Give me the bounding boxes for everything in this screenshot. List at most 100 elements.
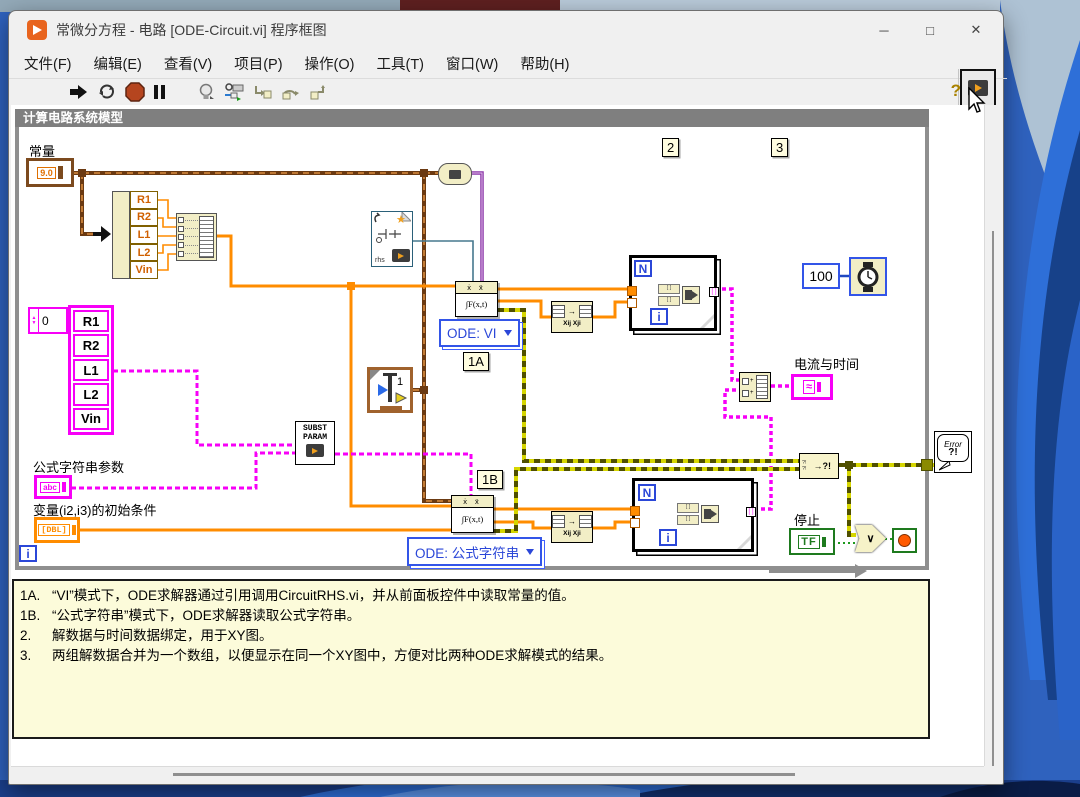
build-array-node[interactable] — [176, 213, 217, 261]
toolbar — [9, 78, 1059, 105]
tag-1b: 1B — [477, 470, 503, 489]
dbl-array-terminal[interactable]: [DBL] — [34, 517, 80, 543]
loop-iteration-terminal[interactable]: i — [659, 529, 677, 546]
abort-button[interactable] — [125, 81, 145, 102]
bundle-cluster-icons[interactable]: [ ] [ ] — [677, 503, 719, 525]
loop-iteration-terminal[interactable]: i — [650, 308, 668, 325]
ode-solver-node-1[interactable]: ẋ ẍ ∫F(x,t) — [455, 281, 498, 317]
help-icon[interactable]: ? — [950, 81, 961, 100]
param-array-item[interactable]: R2 — [73, 334, 109, 357]
control-value-vi[interactable]: 1 — [367, 367, 413, 413]
or-gate[interactable]: ∨ — [855, 525, 886, 552]
vertical-scrollbar[interactable] — [984, 105, 1002, 766]
waveform-glyph: ≈ — [802, 380, 816, 394]
param-array-item[interactable]: L1 — [73, 358, 109, 382]
stop-label: 停止 — [794, 513, 821, 528]
ode-body-formula: ∫F(x,t) — [461, 514, 484, 524]
transpose-label: Xij Xji — [563, 320, 581, 327]
maximize-button[interactable]: □ — [926, 22, 934, 38]
formula-string-terminal[interactable]: abc — [34, 475, 72, 499]
transpose-node-1[interactable]: → Xij Xji — [551, 301, 593, 333]
for-loop-1[interactable]: N i [ ] [ ] [ ] — [627, 255, 719, 331]
loop-count-terminal[interactable]: N — [638, 484, 656, 501]
output-tunnel[interactable]: [ ] — [709, 287, 719, 297]
wait-clock-node[interactable] — [849, 257, 887, 296]
output-tunnel[interactable]: [ ] — [746, 507, 756, 517]
unbundle-fields[interactable]: R1 R2 L1 L2 Vin — [130, 191, 158, 279]
menu-help[interactable]: 帮助(H) — [520, 57, 570, 73]
highlight-execution-icon[interactable] — [197, 82, 215, 102]
xy-build-array-node[interactable]: + + — [739, 372, 771, 402]
block-diagram: 计算电路系统模型 常量 9.0 R1 R2 L1 L2 Vin — [11, 105, 984, 766]
pause-button[interactable] — [153, 82, 167, 102]
ode-mode-dropdown-formula[interactable]: ODE: 公式字符串 — [407, 537, 543, 566]
simple-error-handler-node[interactable]: Error ?! — [934, 431, 972, 473]
input-tunnel[interactable] — [630, 506, 640, 516]
step-over-icon[interactable] — [281, 82, 301, 102]
error-tunnel[interactable] — [921, 459, 933, 471]
array-index-display[interactable]: ▲▼ 0 — [28, 307, 68, 334]
xy-graph-terminal[interactable]: ≈ — [791, 374, 833, 400]
param-array-item[interactable]: Vin — [73, 407, 109, 431]
menu-tools[interactable]: 工具(T) — [376, 57, 424, 73]
ode-solver-node-2[interactable]: ẋ ẍ ∫F(x,t) — [451, 495, 494, 533]
stop-sign-icon — [898, 534, 911, 547]
loop-condition-terminal[interactable] — [892, 528, 917, 553]
horizontal-scrollbar-thumb[interactable] — [173, 773, 795, 776]
for-loop-2[interactable]: N i [ ] [ ] [ ] — [630, 478, 756, 552]
while-iteration-terminal[interactable]: i — [19, 545, 37, 562]
param-array-item[interactable]: L2 — [73, 383, 109, 406]
horizontal-scrollbar[interactable] — [11, 766, 984, 783]
comment-marker: 1B. — [20, 608, 41, 623]
substitute-parameters-node[interactable]: SUBST PARAM — [295, 421, 335, 465]
tag-1a: 1A — [463, 352, 489, 371]
retain-wire-values-icon[interactable] — [223, 82, 245, 102]
ode-mode-dropdown-vi[interactable]: ODE: VI — [439, 319, 520, 347]
array-index-value[interactable]: 0 — [42, 313, 49, 328]
bundle-cluster-icons[interactable]: [ ] [ ] — [658, 284, 700, 306]
error-qbang: ?! — [948, 446, 958, 458]
abc-glyph: abc — [40, 481, 60, 493]
menu-project[interactable]: 项目(P) — [234, 57, 283, 73]
param-name-array[interactable]: R1 R2 L1 L2 Vin — [68, 305, 114, 435]
step-out-icon[interactable] — [309, 82, 329, 102]
unbundle-field-l2[interactable]: L2 — [130, 243, 158, 262]
close-button[interactable]: ✕ — [970, 22, 982, 37]
param-array-item[interactable]: R1 — [73, 310, 109, 333]
menu-view[interactable]: 查看(V) — [163, 57, 213, 73]
run-button[interactable] — [69, 82, 89, 102]
step-into-icon[interactable] — [253, 82, 273, 102]
ode-header-glyphs: ẋ ẍ — [452, 496, 493, 508]
input-tunnel[interactable] — [630, 518, 640, 528]
current-vs-time-label: 电流与时间 — [794, 357, 860, 372]
menu-window[interactable]: 窗口(W) — [446, 57, 499, 73]
input-tunnel[interactable] — [627, 298, 637, 308]
constants-cluster-terminal[interactable]: 9.0 — [26, 158, 74, 187]
unbundle-input-arrow — [93, 226, 111, 242]
menu-edit[interactable]: 编辑(E) — [93, 57, 142, 73]
run-continuous-button[interactable] — [97, 82, 117, 102]
tf-glyph: TF — [798, 534, 820, 549]
circuitrhs-vi-reference[interactable]: ★ rhs — [371, 210, 413, 267]
unbundle-field-l1[interactable]: L1 — [130, 226, 158, 244]
transpose-label: Xij Xji — [563, 530, 581, 537]
slider-value: 1 — [397, 376, 404, 388]
stop-boolean-terminal[interactable]: TF — [789, 528, 835, 555]
unbundle-field-r2[interactable]: R2 — [130, 208, 158, 227]
unbundle-field-vin[interactable]: Vin — [130, 261, 158, 279]
wait-ms-constant[interactable]: 100 — [802, 263, 840, 289]
menu-file[interactable]: 文件(F) — [24, 57, 72, 73]
vertical-scrollbar-thumb[interactable] — [992, 231, 994, 766]
transpose-node-2[interactable]: → Xij Xji — [551, 511, 593, 543]
unbundle-node[interactable] — [112, 191, 130, 279]
unbundle-field-r1[interactable]: R1 — [130, 191, 158, 209]
loop-count-terminal[interactable]: N — [634, 260, 652, 277]
merge-errors-node[interactable]: ?! ?! →?! — [799, 453, 839, 479]
to-variant-node[interactable] — [438, 163, 472, 185]
error-text: Error — [944, 439, 962, 449]
chevron-down-icon — [503, 330, 512, 336]
minimize-button[interactable]: ─ — [879, 22, 889, 38]
menu-operate[interactable]: 操作(O) — [304, 57, 355, 73]
input-tunnel[interactable] — [627, 286, 637, 296]
